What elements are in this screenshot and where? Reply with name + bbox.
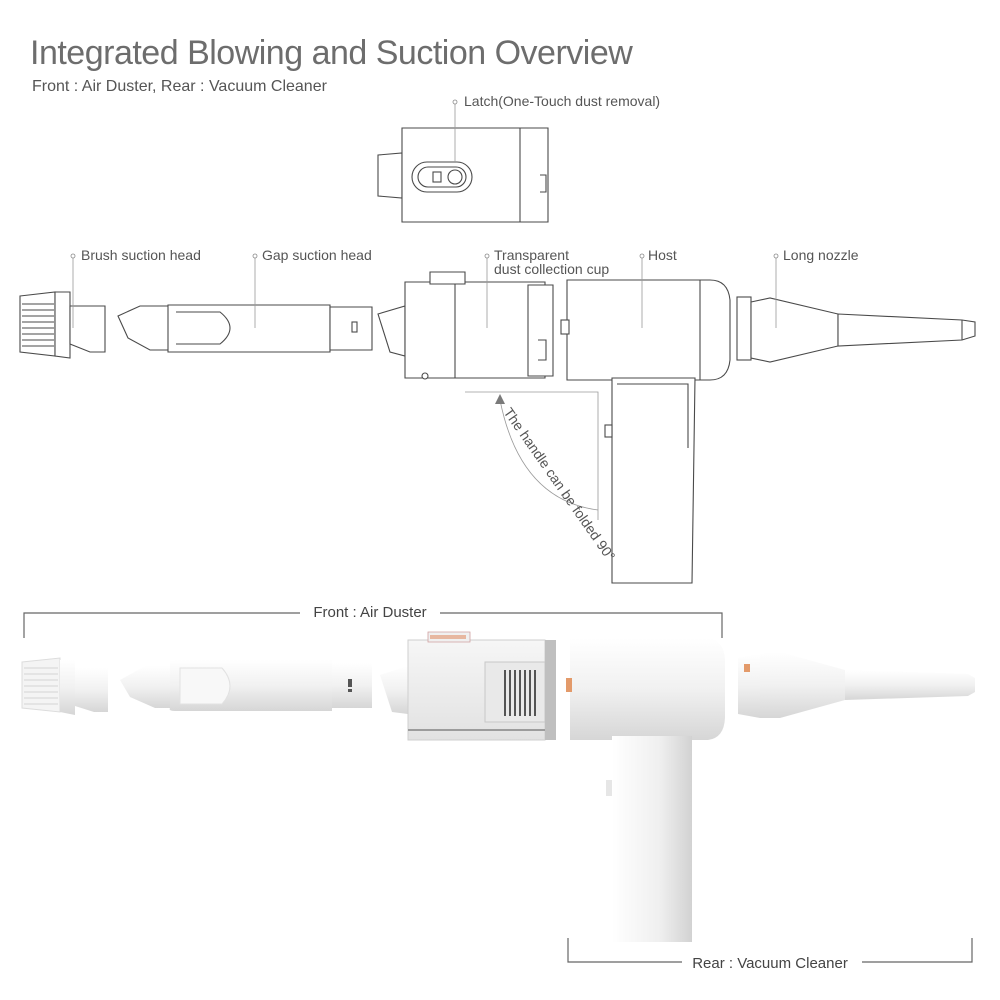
rear-section-label: Rear : Vacuum Cleaner <box>692 955 848 972</box>
page-title: Integrated Blowing and Suction Overview <box>30 34 633 72</box>
host-label: Host <box>648 247 677 263</box>
gap-head-drawing <box>117 304 373 353</box>
cup-label-line1: Transparent <box>494 247 569 263</box>
brush-head-drawing <box>19 291 106 359</box>
gap-head-label: Gap suction head <box>262 247 372 263</box>
fold-indicator: The handle can be folded 90° <box>465 391 619 564</box>
host-render <box>566 638 725 942</box>
cup-drawing <box>377 271 554 380</box>
cup-render <box>380 631 556 741</box>
rear-bracket <box>567 938 973 963</box>
cup-label-line2: dust collection cup <box>494 261 609 277</box>
nozzle-render <box>738 652 975 718</box>
brush-head-label: Brush suction head <box>81 247 201 263</box>
fold-note: The handle can be folded 90° <box>501 405 619 564</box>
front-section-label: Front : Air Duster <box>313 604 426 621</box>
page-subtitle: Front : Air Duster, Rear : Vacuum Cleane… <box>32 78 327 95</box>
brush-head-render <box>21 657 108 715</box>
gap-head-render <box>120 660 372 711</box>
nozzle-drawing <box>736 296 976 363</box>
host-drawing <box>560 279 731 584</box>
top-label-leaders <box>70 253 779 328</box>
latch-detail: Latch(One-Touch dust removal) <box>377 93 660 223</box>
front-bracket <box>23 612 723 638</box>
nozzle-label: Long nozzle <box>783 247 859 263</box>
latch-label: Latch(One-Touch dust removal) <box>464 93 660 109</box>
